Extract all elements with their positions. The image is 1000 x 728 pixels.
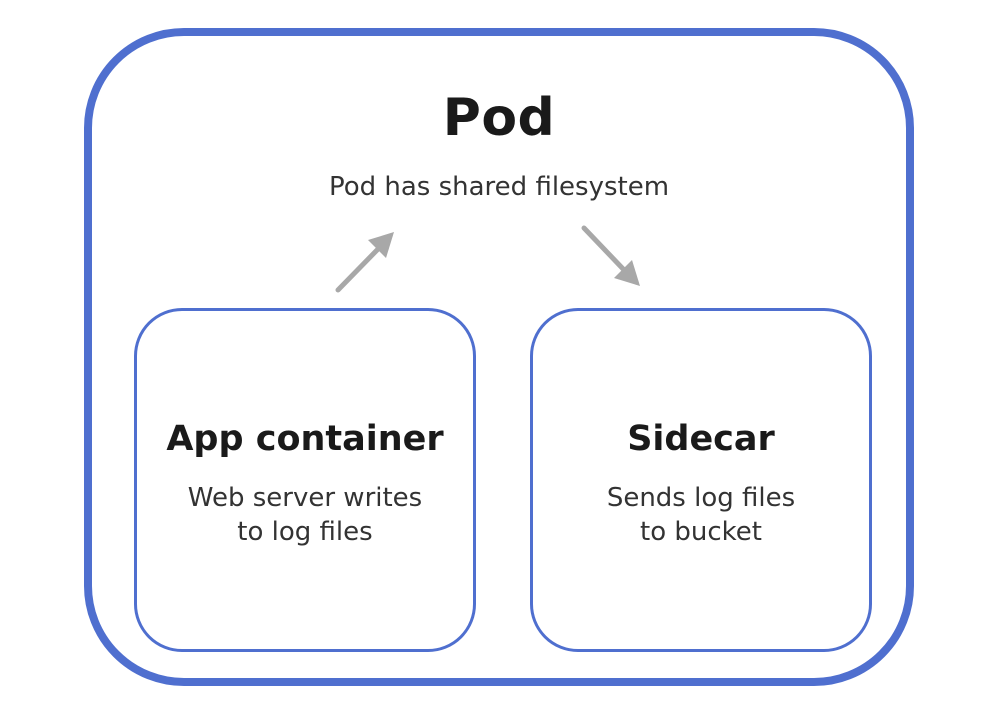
sidecar-description: Sends log files to bucket [533, 481, 869, 549]
app-container-desc-line-1: Web server writes [187, 483, 423, 513]
app-container-description: Web server writes to log files [137, 481, 473, 549]
app-container-desc-line-2: to log files [237, 517, 373, 547]
arrow-down-right-icon [581, 225, 640, 286]
pod-boundary: Pod Pod has shared filesystem App contai… [84, 28, 914, 686]
sidecar-desc-line-1: Sends log files [606, 483, 796, 513]
sidecar-desc-line-2: to bucket [640, 517, 762, 547]
app-container-title: App container [166, 419, 444, 459]
pod-title: Pod [442, 88, 556, 148]
sidecar-title: Sidecar [627, 419, 775, 459]
sidecar-box: Sidecar Sends log files to bucket [530, 308, 872, 652]
pod-subtitle: Pod has shared filesystem [328, 172, 670, 202]
app-container-box: App container Web server writes to log f… [134, 308, 476, 652]
arrow-up-right-icon [335, 232, 394, 293]
